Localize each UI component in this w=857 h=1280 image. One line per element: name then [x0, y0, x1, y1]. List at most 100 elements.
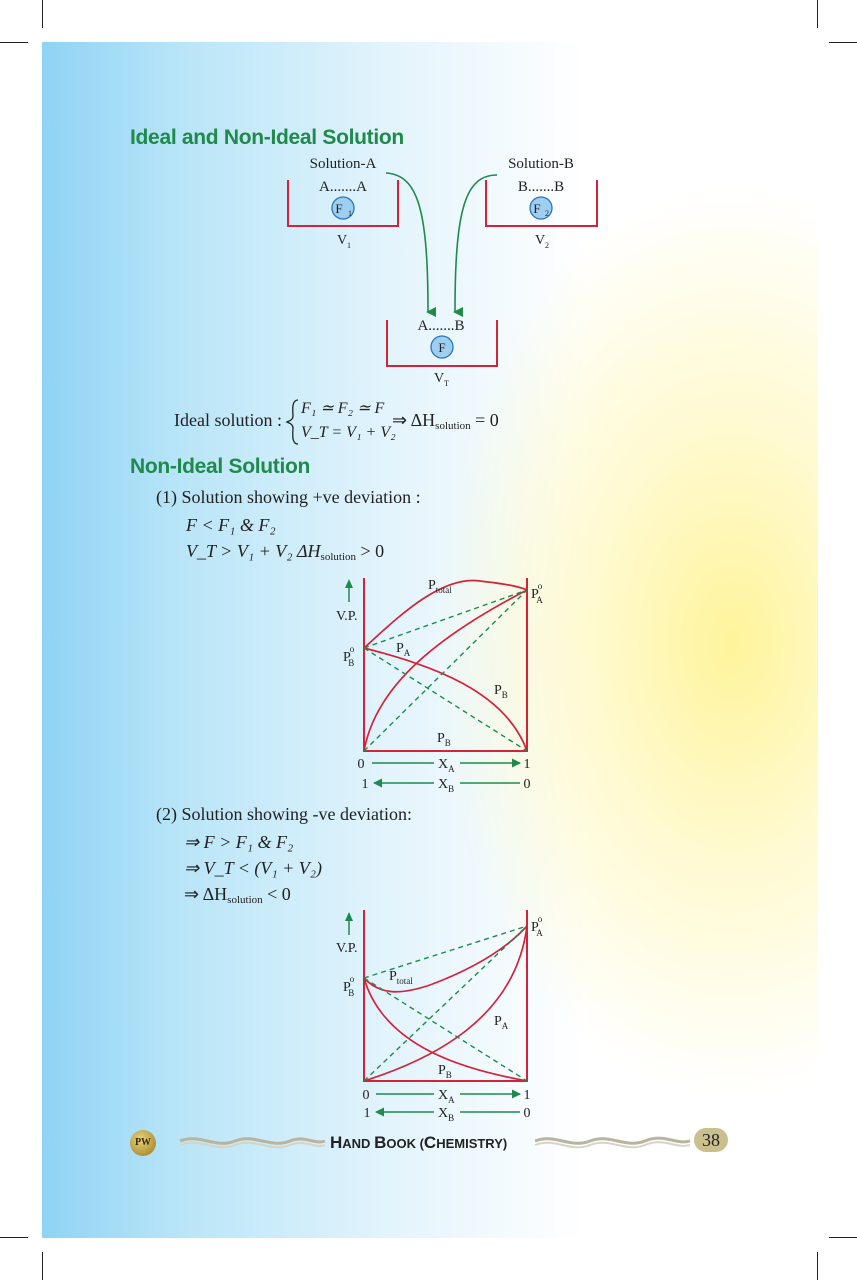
- graph1-vp-arrowhead: [345, 579, 353, 588]
- ideal-eq-line2: V_T = V₁ + V₂: [301, 424, 396, 441]
- volume-v1: V: [337, 233, 347, 248]
- beaker-b: [485, 180, 598, 227]
- page-number: 38: [694, 1128, 728, 1152]
- footer-title-ook: OOK (: [386, 1136, 424, 1151]
- footer-title: HAND BOOK (CHEMISTRY): [330, 1133, 507, 1153]
- crop-mark: [817, 0, 818, 28]
- footer-title-and: AND: [342, 1136, 375, 1151]
- crop-mark: [829, 42, 857, 43]
- crop-mark: [42, 1252, 43, 1280]
- graph1-pa-label: PA: [396, 641, 411, 658]
- graph2-ptotal-label: Ptotal: [389, 969, 413, 986]
- graph2-vp-arrowhead: [345, 912, 353, 921]
- volume-vt-sub: T: [444, 379, 449, 388]
- graph1-pb-bottom-label: PB: [437, 731, 451, 748]
- bubble-f: [430, 335, 454, 359]
- graph1-ptotal-label: Ptotal: [428, 578, 452, 595]
- graph1-vp-label: V.P.: [336, 609, 358, 624]
- footer-title-c: C: [423, 1133, 437, 1152]
- ideal-result-sub: solution: [435, 420, 471, 432]
- positive-cond2-b: > 0: [356, 541, 385, 561]
- graph2-xb-one: 1: [364, 1106, 371, 1121]
- label-solution-b: Solution-B: [508, 156, 574, 172]
- graph2-vp-label: V.P.: [336, 941, 358, 956]
- label-solution-a: Solution-A: [310, 156, 377, 172]
- crop-mark: [817, 1252, 818, 1280]
- bubble-f-label: F: [438, 340, 445, 355]
- ideal-result-prefix: ⇒ ΔH: [392, 410, 436, 430]
- graph1-ideal-total: [363, 589, 528, 649]
- graph1-ptotal-curve: [363, 579, 528, 649]
- negative-cond1: ⇒ F > F₁ & F₂: [184, 832, 294, 852]
- beaker-mix: [386, 320, 498, 367]
- footer-title-hem: HEMISTRY): [436, 1136, 508, 1151]
- negative-cond2: ⇒ V_T < (V₁ + V₂): [184, 858, 323, 878]
- positive-cond2-sub: solution: [320, 551, 356, 563]
- graph2-pa-curve: [363, 925, 528, 1082]
- footer-title-b: B: [374, 1133, 387, 1152]
- volume-v1-sub: 1: [347, 241, 351, 250]
- beaker-a-content: A.......A: [319, 179, 367, 195]
- graph1-pb-curve: [363, 647, 528, 752]
- arrow-a-to-mix: [385, 172, 437, 317]
- graph1-xb-one: 1: [362, 777, 369, 792]
- crop-mark: [42, 0, 43, 28]
- graph2-ideal-pa: [363, 925, 528, 1082]
- ideal-eq-line1: F₁ ≃ F₂ ≃ F: [301, 400, 385, 417]
- footer-title-h: H: [330, 1133, 343, 1152]
- bubble-f1: [331, 196, 355, 220]
- positive-cond1: F < F₁ & F₂: [186, 515, 276, 535]
- positive-cond2-a: V_T > V₁ + V₂ ΔH: [186, 541, 321, 561]
- ideal-eq-result: ⇒ ΔHsolution = 0: [392, 410, 499, 432]
- graph1-ideal-pa: [363, 589, 528, 752]
- graph2-xb-label: XB: [438, 1106, 454, 1123]
- negative-cond3-sub: solution: [227, 894, 263, 906]
- volume-v2-sub: 2: [545, 241, 549, 250]
- section-heading-ideal: Ideal and Non-Ideal Solution: [130, 126, 404, 149]
- negative-cond3-b: < 0: [262, 884, 291, 904]
- graph2-pa-label: PA: [494, 1014, 509, 1031]
- crop-mark: [829, 1237, 857, 1238]
- beaker-b-content: B.......B: [518, 179, 564, 195]
- graph2-xa-label: XA: [438, 1088, 455, 1105]
- beaker-mix-content: A.......B: [417, 318, 464, 334]
- graph2-xb-zero: 0: [524, 1106, 531, 1121]
- publisher-logo: PW: [130, 1130, 156, 1156]
- beaker-a: [287, 180, 399, 227]
- arrow-b-to-mix: [453, 174, 498, 318]
- bubble-f2-label: F: [533, 201, 540, 216]
- positive-title: (1) Solution showing +ve deviation :: [156, 487, 421, 507]
- graph2-ideal-total: [363, 925, 528, 979]
- graph1-xa-one: 1: [524, 757, 531, 772]
- graph1-pa-curve: [363, 589, 528, 752]
- positive-cond2: V_T > V₁ + V₂ ΔHsolution > 0: [186, 541, 384, 563]
- negative-cond3: ⇒ ΔHsolution < 0: [184, 884, 291, 906]
- section-heading-nonideal: Non-Ideal Solution: [130, 455, 311, 478]
- ideal-result-suffix: = 0: [470, 410, 499, 430]
- ideal-label: Ideal solution :: [174, 410, 282, 430]
- bubble-f2-sub: 2: [545, 209, 549, 218]
- bubble-f2: [529, 196, 553, 220]
- graph1-xa-label: XA: [438, 757, 455, 774]
- graph2-xa-zero: 0: [363, 1088, 370, 1103]
- graph2-xa-one: 1: [524, 1088, 531, 1103]
- page-background: [42, 42, 818, 1238]
- graph2-pb-curve: [363, 977, 528, 1082]
- bubble-f1-label: F: [335, 201, 342, 216]
- volume-vt: V: [434, 371, 444, 386]
- graph2-pb-label: PB: [438, 1063, 452, 1080]
- crop-mark: [0, 1237, 28, 1238]
- crop-mark: [0, 42, 28, 43]
- bubble-f1-sub: 1: [348, 209, 352, 218]
- graph1-xb-zero: 0: [524, 777, 531, 792]
- negative-title: (2) Solution showing -ve deviation:: [156, 804, 412, 824]
